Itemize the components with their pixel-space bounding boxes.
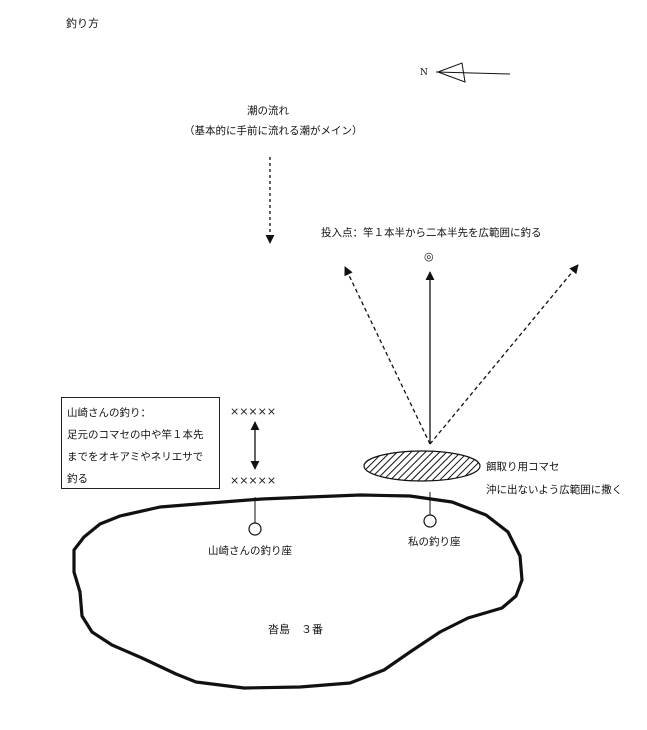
range-marks-bottom: ×××××: [230, 474, 277, 487]
chum-label: 餌取り用コマセ: [486, 461, 560, 473]
page-title: 釣り方: [66, 17, 99, 30]
cast-target-icon: ◎: [424, 250, 434, 263]
yamazaki-note-box: 山崎さんの釣り： 足元のコマセの中や竿１本先 までをオキアミやネリエサで 釣る: [61, 397, 220, 489]
cast-arrow-right: [429, 264, 579, 445]
cast-point-label: 投入点：竿１本半から二本半先を広範囲に釣る: [321, 227, 542, 239]
north-label: N: [420, 68, 428, 78]
note-line: 山崎さんの釣り：: [67, 407, 151, 419]
yamazaki-seat-label: 山崎さんの釣り座: [208, 545, 292, 557]
north-compass-icon: [435, 62, 511, 83]
cast-arrow-left: [344, 266, 431, 445]
chum-area: [363, 450, 481, 482]
my-seat-label: 私の釣り座: [408, 536, 461, 548]
range-marks-top: ×××××: [230, 405, 277, 418]
current-subtitle: （基本的に手前に流れる潮がメイン）: [184, 125, 363, 137]
chum-note: 沖に出ないよう広範囲に撒く: [486, 484, 623, 496]
current-title: 潮の流れ: [247, 105, 289, 117]
my-seat-marker: [423, 492, 437, 528]
island-outline: [72, 493, 524, 690]
note-line: 足元のコマセの中や竿１本先: [67, 429, 204, 441]
note-line: 釣る: [67, 473, 88, 485]
yamazaki-seat-marker: [248, 497, 262, 536]
note-line: までをオキアミやネリエサで: [67, 451, 204, 463]
island-name: 沓島 ３番: [268, 623, 323, 636]
